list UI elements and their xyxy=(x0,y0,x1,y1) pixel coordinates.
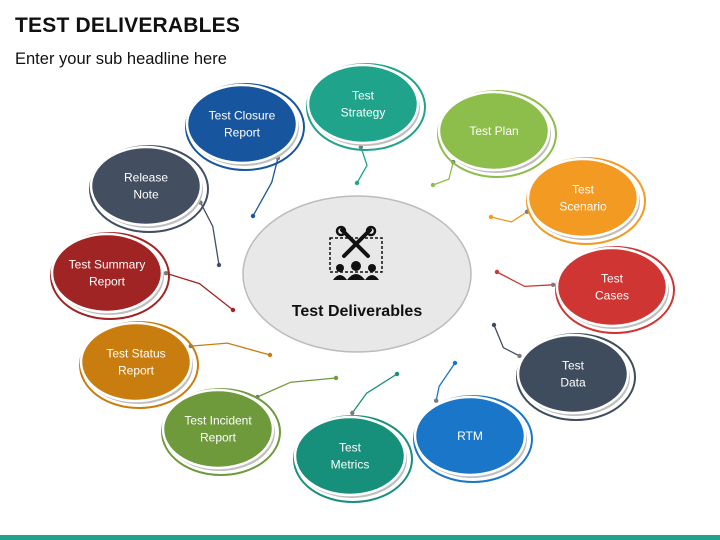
release-note-connector-dot xyxy=(216,262,222,268)
release-note-circle xyxy=(89,145,203,227)
test-metrics-circle xyxy=(293,415,407,497)
test-cases-label: Cases xyxy=(595,289,629,303)
test-summary-report-connector xyxy=(165,272,234,311)
rtm-label: RTM xyxy=(457,429,483,443)
test-strategy-label: Strategy xyxy=(341,106,386,120)
test-status-report-circle xyxy=(79,321,193,403)
test-status-report-connector xyxy=(190,342,271,356)
test-strategy-circle xyxy=(306,63,420,145)
node-test-plan: Test Plan xyxy=(437,90,557,178)
release-note-label: Note xyxy=(133,188,159,202)
test-data-circle xyxy=(516,333,630,415)
test-data-connector xyxy=(493,324,520,357)
test-cases-connector-end xyxy=(550,282,556,287)
test-data-label: Data xyxy=(560,376,586,390)
test-closure-report-connector xyxy=(252,157,279,217)
test-plan-connector xyxy=(432,161,454,186)
test-metrics-label: Test xyxy=(339,441,362,455)
test-scenario-connector xyxy=(490,211,528,223)
test-data-connector-end xyxy=(517,353,522,359)
release-note-connector xyxy=(199,202,220,266)
test-incident-report-connector xyxy=(257,377,337,398)
tools-and-team-icon xyxy=(329,225,383,280)
test-status-report-label: Report xyxy=(118,364,155,378)
center-label: Test Deliverables xyxy=(292,303,423,320)
test-scenario-circle xyxy=(526,157,640,239)
test-closure-report-label: Report xyxy=(224,126,261,140)
test-metrics-connector xyxy=(351,373,398,414)
test-cases-label: Test xyxy=(601,272,624,286)
release-note-label: Release xyxy=(124,171,168,185)
test-closure-report-label: Test Closure xyxy=(209,109,276,123)
test-closure-report-connector-dot xyxy=(250,213,256,219)
page-title: TEST DELIVERABLES xyxy=(15,14,241,37)
test-incident-report-circle xyxy=(161,388,275,470)
test-strategy-connector xyxy=(356,146,368,184)
test-status-report-connector-dot xyxy=(267,352,273,358)
test-scenario-connector-dot xyxy=(488,214,494,220)
test-strategy-label: Test xyxy=(352,89,375,103)
accent-bar xyxy=(0,535,720,540)
rtm-connector xyxy=(435,362,456,401)
test-strategy-connector-dot xyxy=(354,180,360,186)
test-summary-report-label: Test Summary xyxy=(69,258,146,272)
test-status-report-label: Test Status xyxy=(106,347,165,361)
page-subtitle: Enter your sub headline here xyxy=(15,50,227,68)
test-metrics-connector-dot xyxy=(394,371,400,377)
test-data-label: Test xyxy=(562,359,585,373)
center-ellipse xyxy=(242,195,472,353)
test-summary-report-connector-end xyxy=(163,271,169,276)
rtm-connector-end xyxy=(434,398,439,403)
test-summary-report-connector-dot xyxy=(230,307,236,313)
test-summary-report-label: Report xyxy=(89,275,126,289)
center-hub: Test Deliverables xyxy=(242,195,472,353)
test-closure-report-circle xyxy=(185,83,299,165)
node-rtm: RTM xyxy=(413,395,533,483)
test-incident-report-connector-dot xyxy=(333,375,339,381)
test-plan-circle xyxy=(437,90,551,172)
test-data-connector-dot xyxy=(491,322,497,328)
test-cases-connector xyxy=(496,271,554,288)
test-cases-connector-dot xyxy=(494,269,500,275)
test-incident-report-label: Report xyxy=(200,431,237,445)
test-incident-report-label: Test Incident xyxy=(184,414,252,428)
test-scenario-label: Scenario xyxy=(559,200,607,214)
rtm-connector-dot xyxy=(452,360,458,366)
test-metrics-label: Metrics xyxy=(331,458,370,472)
rtm-circle xyxy=(413,395,527,477)
test-plan-label: Test Plan xyxy=(469,124,518,138)
test-plan-connector-dot xyxy=(430,182,436,188)
test-cases-circle xyxy=(555,246,669,328)
test-scenario-label: Test xyxy=(572,183,595,197)
test-metrics-connector-end xyxy=(350,410,355,416)
test-summary-report-circle xyxy=(50,232,164,314)
